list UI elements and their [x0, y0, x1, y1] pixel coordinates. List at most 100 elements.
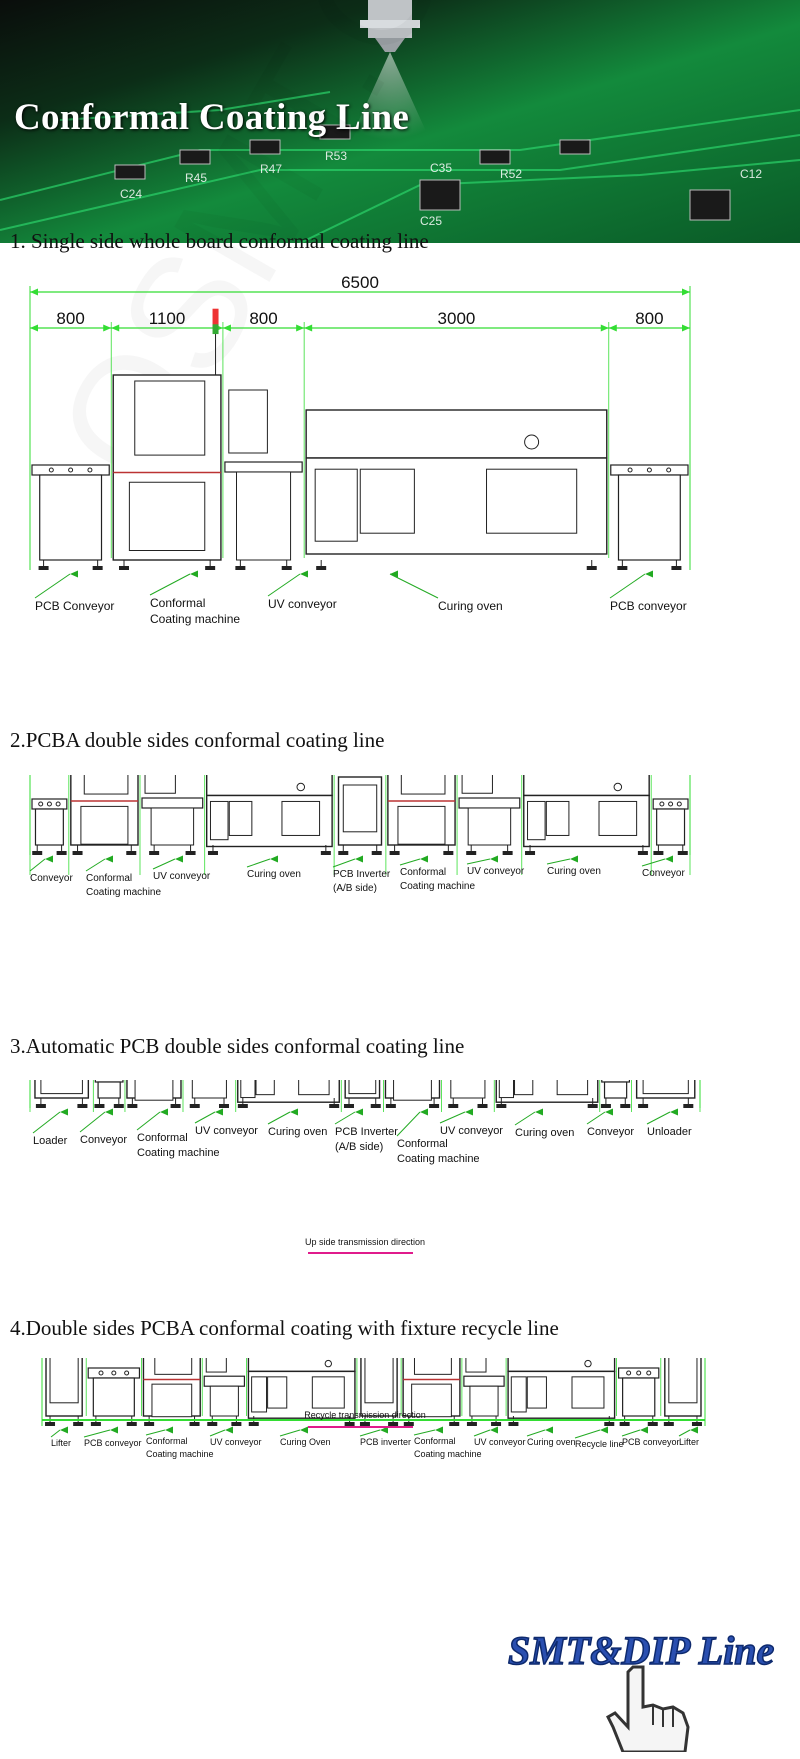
- double-side-line-diagram: 10200600110010002000800110010002000600Co…: [29, 775, 691, 898]
- section-3-title: 3.Automatic PCB double sides conformal c…: [10, 1034, 465, 1058]
- component-label-text: UV conveyor: [440, 1125, 503, 1137]
- component-label-text: UV conveyor: [210, 1437, 262, 1447]
- segment-length-label: 800: [249, 309, 277, 328]
- segment-length-label: 800: [56, 309, 84, 328]
- machine-conveyor: [87, 1367, 141, 1426]
- machine-uv: [463, 1358, 505, 1426]
- component-label: Curing oven: [267, 1108, 327, 1138]
- recycle-direction-arrow: [308, 1426, 413, 1428]
- machine-uv: [458, 775, 521, 855]
- component-label-text: Curing oven: [547, 866, 601, 877]
- component-label-text: Recycle line: [575, 1439, 624, 1449]
- machine-oven: [495, 1080, 599, 1108]
- machines: [34, 1080, 696, 1108]
- machine-oven: [237, 1080, 340, 1108]
- machine-uv: [224, 389, 303, 570]
- machine-conveyor: [652, 798, 689, 855]
- machine-coater: [384, 1080, 441, 1108]
- total-length-label: 6500: [341, 273, 379, 292]
- hand-cursor-icon: [606, 1665, 690, 1752]
- machine-coater: [126, 1080, 182, 1108]
- component-label: PCB conveyor: [83, 1426, 142, 1448]
- component-label: Recycle line: [574, 1426, 624, 1449]
- component-label-text: Coating machine: [137, 1147, 220, 1159]
- component-label-text: PCB conveyor: [622, 1437, 680, 1447]
- component-label: UV conveyor: [473, 1426, 526, 1447]
- component-label: Conveyor: [641, 855, 685, 879]
- machine-coater: [112, 308, 222, 570]
- pcb-background-illustration: C24 R45 R47 R53 C35 R52 C25 C12: [0, 0, 800, 243]
- component-label: UV conveyor: [209, 1426, 262, 1447]
- component-label-text: (A/B side): [335, 1141, 383, 1153]
- machine-conveyor: [94, 1080, 124, 1108]
- svg-text:R52: R52: [500, 167, 522, 181]
- machine-oven: [507, 1358, 616, 1426]
- component-label: Conveyor: [29, 855, 73, 884]
- component-label-text: Conveyor: [587, 1126, 634, 1138]
- machine-uv: [448, 1080, 488, 1108]
- component-label: UV conveyor: [466, 855, 525, 877]
- component-label: Curing oven: [526, 1426, 576, 1447]
- section-2-title: 2.PCBA double sides conformal coating li…: [10, 728, 385, 752]
- component-label: Lifter: [678, 1426, 699, 1447]
- machine-conveyor: [31, 464, 110, 570]
- machine-conveyor: [617, 1367, 660, 1426]
- component-label-text: Conveyor: [30, 873, 73, 884]
- component-label: PCB Conveyor: [34, 570, 114, 613]
- component-label-text: Coating machine: [400, 881, 475, 892]
- machine-uv: [141, 775, 204, 855]
- component-label: Curing oven: [389, 570, 503, 613]
- machine-uv: [203, 1358, 246, 1426]
- machine-oven: [247, 1358, 356, 1426]
- svg-text:R47: R47: [260, 162, 282, 176]
- machine-cabinet: [663, 1358, 702, 1426]
- segment-dimensions: 1200600110010002000800110010002000600130…: [29, 1080, 701, 1112]
- component-label-text: Coating machine: [146, 1449, 214, 1459]
- component-label-text: Coating machine: [397, 1153, 480, 1165]
- fixture-recycle-line-diagram: 1200080010001100800200080011008002000800…: [41, 1358, 706, 1459]
- component-label: PCB conveyor: [609, 570, 687, 613]
- component-label-text: Conveyor: [642, 868, 685, 879]
- component-label-text: PCB Inverter: [333, 869, 391, 880]
- component-label-text: Curing oven: [515, 1127, 574, 1139]
- machine-coater: [402, 1358, 461, 1426]
- svg-text:C35: C35: [430, 161, 452, 175]
- machine-conveyor: [610, 464, 689, 570]
- machine-coater: [70, 775, 139, 855]
- component-label-text: PCB conveyor: [610, 599, 687, 613]
- component-label-text: PCB Inverter: [335, 1126, 398, 1138]
- machine-cabinet: [337, 776, 383, 855]
- machine-oven: [305, 409, 608, 570]
- machine-cabinet: [45, 1358, 84, 1426]
- machine-oven: [523, 775, 650, 855]
- machines: [31, 308, 689, 570]
- component-label-text: PCB conveyor: [84, 1438, 142, 1448]
- component-label-text: Curing Oven: [280, 1437, 331, 1447]
- component-label-text: Unloader: [647, 1126, 692, 1138]
- component-label: Conveyor: [586, 1108, 634, 1138]
- machine-conveyor: [31, 798, 68, 855]
- segment-length-label: 1100: [149, 309, 186, 328]
- component-label-text: UV conveyor: [467, 866, 525, 877]
- component-label-text: Conformal: [86, 873, 132, 884]
- svg-text:R45: R45: [185, 171, 207, 185]
- machine-oven: [206, 775, 333, 855]
- up-direction-arrow: [308, 1252, 413, 1254]
- component-label-text: Conformal: [414, 1436, 456, 1446]
- machine-conveyor: [600, 1080, 631, 1108]
- section-1-title: 1. Single side whole board conformal coa…: [10, 229, 429, 253]
- component-label: Curing oven: [546, 855, 601, 877]
- component-label: PCB inverter: [359, 1426, 411, 1447]
- component-label-text: PCB inverter: [360, 1437, 411, 1447]
- component-label: Unloader: [646, 1108, 692, 1138]
- component-label-text: (A/B side): [333, 883, 377, 894]
- component-label: Loader: [32, 1108, 68, 1147]
- component-label: UV conveyor: [267, 570, 337, 611]
